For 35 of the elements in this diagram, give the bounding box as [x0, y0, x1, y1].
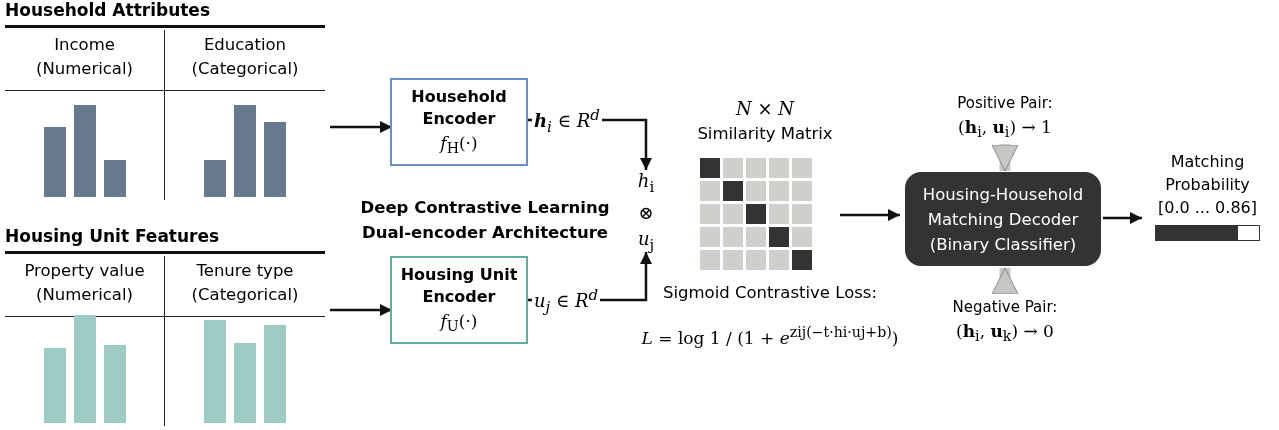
column-header: Tenure type (Categorical): [190, 260, 300, 306]
pair-label: Negative Pair:: [951, 297, 1059, 318]
decoder-box: [905, 172, 1101, 266]
math-expression: (h$_{i}$, u$_{k}$) → 0: [955, 320, 1055, 347]
table-cell: [5, 30, 165, 200]
pair-label: Positive Pair:: [956, 93, 1054, 114]
loss-formula: L = log 1 / (1 + e$^{zij(−t·hi·uj+b)}$): [640, 323, 900, 350]
encoder-box: [390, 78, 528, 166]
arrow: [1103, 212, 1142, 224]
probability-range: [0.0 ... 0.86]: [1157, 197, 1258, 219]
output-title: Matching Probability: [1164, 151, 1251, 196]
encoder-title: Household Encoder: [410, 86, 508, 130]
table-heading: Housing Unit Features: [5, 226, 325, 254]
table-cell: [5, 256, 165, 426]
arrow: [840, 209, 900, 221]
block-arrow: [991, 267, 1019, 295]
architecture-label: Deep Contrastive Learning Dual-encoder Architecture: [359, 197, 611, 244]
loss-title: Sigmoid Contrastive Loss:: [662, 283, 878, 302]
math-expression: (h$_{i}$, u$_{i}$) → 1: [957, 116, 1053, 143]
arrow: [330, 304, 392, 316]
math-expression: N × N: [734, 97, 796, 121]
column-header: Education (Categorical): [190, 34, 300, 80]
function-formula: f$_{U}$(·): [438, 310, 479, 337]
arrow: [330, 121, 392, 133]
column-header: Income (Numerical): [34, 34, 134, 80]
matrix-title: Similarity Matrix: [696, 123, 834, 145]
function-formula: f$_{H}$(·): [438, 132, 479, 159]
column-header: Property value (Numerical): [23, 260, 146, 306]
encoder-title: Housing Unit Encoder: [399, 264, 519, 308]
edge-label: u$_{j}$ ∈ R$^{d}$: [532, 286, 601, 316]
encoder-box: [390, 256, 528, 344]
math-expression: h$_{i}$ ⊗ u$_{j}$: [636, 169, 656, 256]
block-arrow: [991, 144, 1019, 172]
table-heading: Household Attributes: [5, 0, 325, 28]
decoder-label: Housing-Household Matching Decoder (Binary Classifier): [921, 183, 1085, 256]
